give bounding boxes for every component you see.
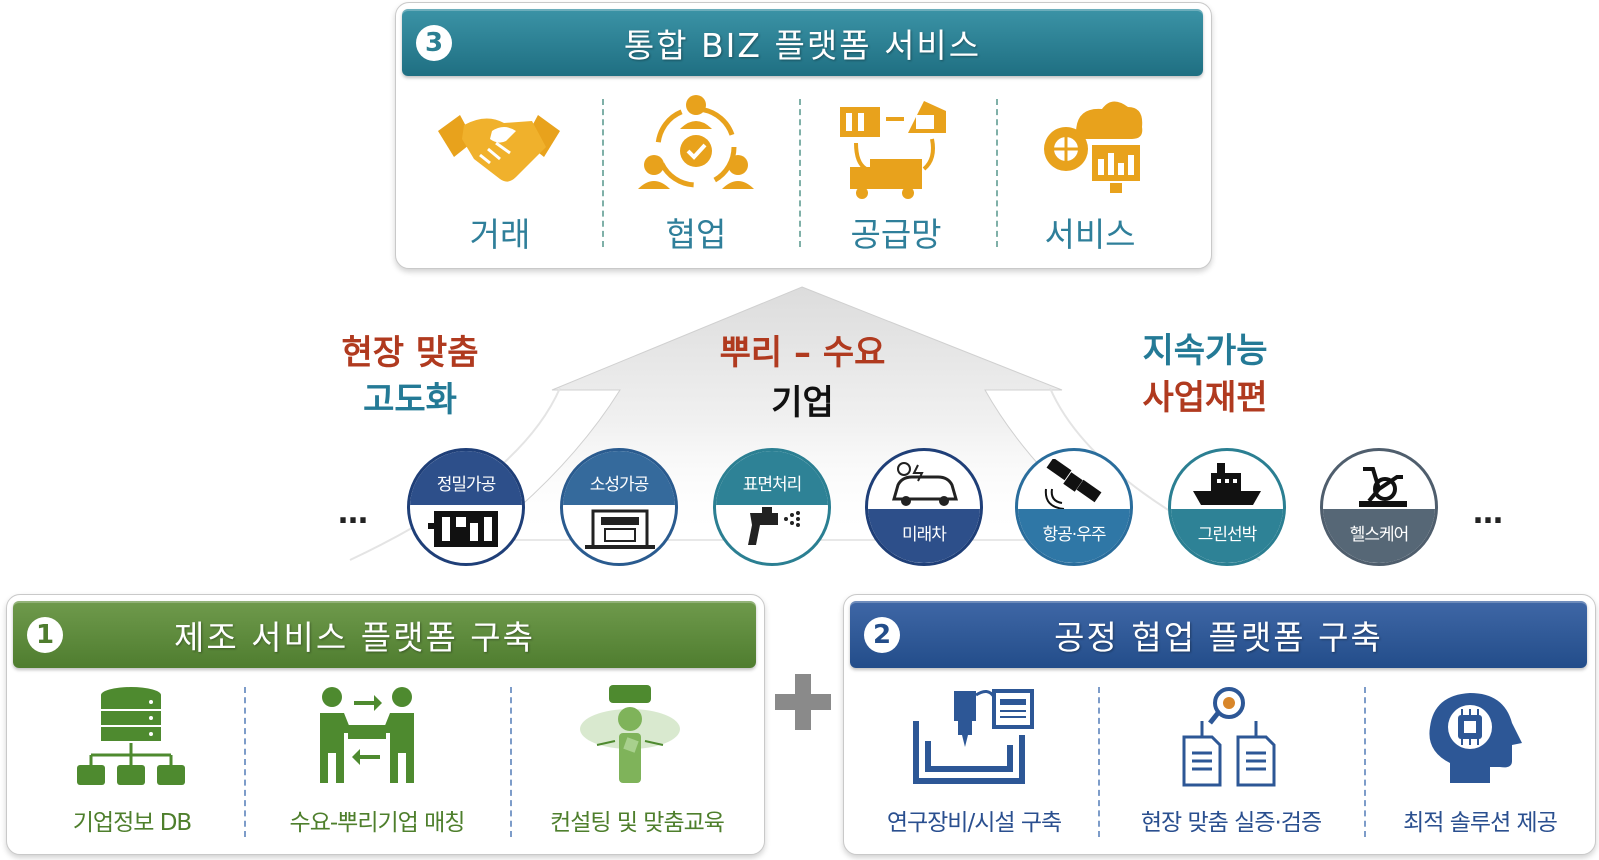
industry-label: 소성가공 [563,451,675,505]
divider [996,99,998,247]
precision-machining-icon [428,511,498,547]
panel-1-title: 제조 서비스 플랫폼 구축 [173,617,536,657]
handshake-icon [438,115,560,182]
ai-brain-icon [1429,693,1522,783]
collaboration-icon [638,95,754,189]
top-item-label: 서비스 [1044,215,1136,254]
panel-1: 1 제조 서비스 플랫폼 구축 기업정보 DB 수요-뿌리기업 매칭 컨설팅 및 [6,594,765,855]
electric-car-icon [892,462,958,506]
step-number-1: 1 [27,616,63,653]
center-heading-1: 뿌리 – 수요 [719,333,886,373]
top-panel: 3 통합 BIZ 플랫폼 서비스 [395,2,1212,269]
top-item-label: 공급망 [850,215,942,254]
divider [244,687,246,837]
industry-label: 정밀가공 [410,451,522,505]
industry-future-car: 미래차 [865,448,983,566]
panel-2-header: 2 공정 협업 플랫폼 구축 [850,601,1587,668]
ship-icon [1193,463,1261,505]
matching-icon [320,687,414,783]
step-number-2: 2 [864,616,900,653]
divider [1098,687,1100,837]
exercise-bike-icon [1359,467,1407,507]
document-analysis-icon [1182,687,1276,787]
divider [602,99,604,247]
spray-gun-icon [748,507,800,545]
database-icon [77,687,185,785]
ellipsis-left: … [338,496,370,531]
cloud-service-icon [1044,101,1143,193]
top-item-label: 거래 [469,215,531,254]
panel-2-item-label: 최적 솔루션 제공 [1403,810,1558,836]
panel-2-item-label: 현장 맞춤 실증·검증 [1140,810,1322,836]
industry-label: 미래차 [868,509,980,563]
top-panel-title: 통합 BIZ 플랫폼 서비스 [623,25,982,65]
panel-2: 2 공정 협업 플랫폼 구축 연구장비/시설 구축 현장 맞춤 실증·검증 최적… [843,594,1596,855]
industry-label: 헬스케어 [1323,509,1435,563]
divider [510,687,512,837]
center-heading-2: 기업 [771,383,834,423]
divider [1364,687,1366,837]
right-heading-1: 지속가능 [1142,331,1268,371]
left-heading-2: 고도화 [363,380,457,420]
industry-label: 그린선박 [1171,509,1283,563]
top-item-label: 협업 [665,215,727,254]
left-heading-1: 현장 맞춤 [341,333,479,373]
divider [799,99,801,247]
industry-aerospace: 항공·우주 [1015,448,1133,566]
panel-1-header: 1 제조 서비스 플랫폼 구축 [13,601,756,668]
industry-press-forming: 소성가공 [560,448,678,566]
supply-chain-icon [840,101,946,199]
panel-2-item-label: 연구장비/시설 구축 [886,810,1062,836]
right-heading-2: 사업재편 [1142,378,1268,418]
industry-green-ship: 그린선박 [1168,448,1286,566]
ellipsis-right: … [1473,496,1505,531]
plus-icon [775,674,831,730]
industry-healthcare: 헬스케어 [1320,448,1438,566]
panel-2-title: 공정 협업 플랫폼 구축 [1054,617,1383,657]
panel-1-item-label: 기업정보 DB [72,810,192,836]
industry-surface-treatment: 표면처리 [713,448,831,566]
vr-education-icon [580,685,680,783]
cnc-machine-icon [913,689,1034,784]
step-number-3: 3 [416,24,452,61]
panel-1-item-label: 컨설팅 및 맞춤교육 [550,810,725,836]
satellite-icon [1044,459,1102,510]
press-forming-icon [585,509,655,549]
industry-precision-machining: 정밀가공 [407,448,525,566]
industry-label: 항공·우주 [1018,509,1130,563]
top-panel-header: 3 통합 BIZ 플랫폼 서비스 [402,9,1203,76]
panel-1-item-label: 수요-뿌리기업 매칭 [289,810,466,836]
industry-label: 표면처리 [716,451,828,505]
